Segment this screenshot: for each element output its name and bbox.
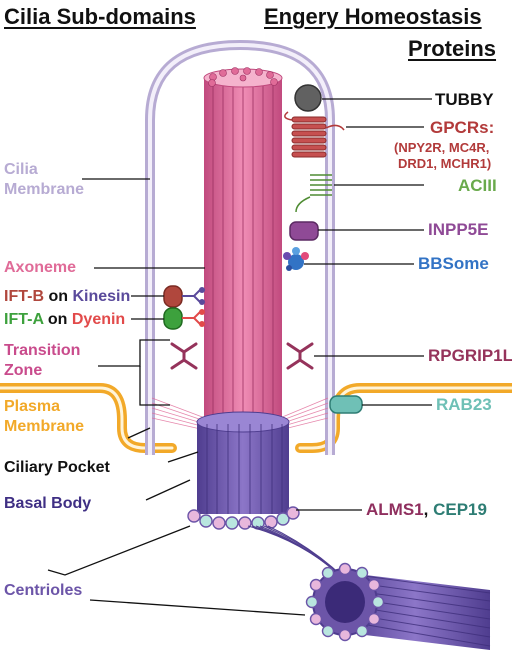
basal-body: [196, 411, 290, 514]
label-ifta: IFT-A on Dyenin: [4, 310, 125, 329]
rab23-protein: [329, 395, 363, 414]
ifta-dyenin: [163, 307, 205, 330]
label-dyenin: Dyenin: [71, 311, 126, 328]
header-energy-homeostasis: Engery Homeostasis: [264, 4, 482, 29]
rpgrip1l-protein-left: [170, 342, 198, 370]
label-gpcr-list-line1: (NPY2R, MC4R,: [394, 140, 490, 155]
label-gpcrs: GPCRs:: [430, 118, 495, 137]
rpgrip1l-protein-right: [286, 342, 314, 370]
label-plasma-membrane-line1: Plasma: [4, 398, 61, 415]
aciii-protein: [295, 174, 332, 213]
label-iftb: IFT-B on Kinesin: [4, 287, 130, 306]
gpcr-protein: [284, 111, 345, 158]
label-bbsome: BBSome: [418, 254, 489, 273]
label-gpcr-list-line2: DRD1, MCHR1): [398, 156, 492, 171]
label-axoneme: Axoneme: [4, 259, 77, 276]
label-cilia-membrane-line1: Cilia: [4, 161, 38, 178]
label-plasma-membrane-line2: Membrane: [4, 418, 85, 435]
label-tubby: TUBBY: [435, 90, 494, 109]
label-ifta-on: on: [47, 311, 68, 328]
label-inpp5e: INPP5E: [428, 220, 489, 239]
bbsome-protein: [283, 247, 309, 271]
label-alms1: ALMS1: [366, 500, 424, 519]
label-aciii: ACIII: [458, 176, 497, 195]
axoneme: [203, 67, 283, 420]
tubby-protein: [294, 84, 322, 112]
inpp5e-protein: [289, 221, 319, 241]
header-cilia-subdomains: Cilia Sub-domains: [4, 4, 196, 29]
label-ciliary-pocket: Ciliary Pocket: [4, 459, 110, 476]
daughter-centriole: [305, 562, 491, 650]
iftb-kinesin: [163, 285, 205, 308]
label-ifta-name: IFT-A: [4, 311, 44, 328]
label-rpgrip1l: RPGRIP1L: [428, 346, 512, 365]
label-centrioles: Centrioles: [4, 582, 83, 599]
label-transition-zone-line1: Transition: [4, 342, 81, 359]
leader-lines: [47, 98, 432, 616]
label-cilia-membrane-line2: Membrane: [4, 181, 85, 198]
label-iftb-on: on: [48, 288, 68, 305]
label-basal-body: Basal Body: [4, 495, 92, 512]
header-proteins: Proteins: [408, 36, 497, 61]
label-rab23: RAB23: [436, 395, 492, 414]
label-transition-zone-line2: Zone: [4, 362, 43, 379]
label-comma: ,: [423, 500, 429, 519]
cilia-membrane: [145, 39, 335, 455]
label-alms1-cep19: ALMS1, CEP19: [366, 500, 487, 519]
label-kinesin: Kinesin: [72, 288, 131, 305]
label-iftb-name: IFT-B: [4, 288, 44, 305]
label-cep19: CEP19: [433, 500, 487, 519]
